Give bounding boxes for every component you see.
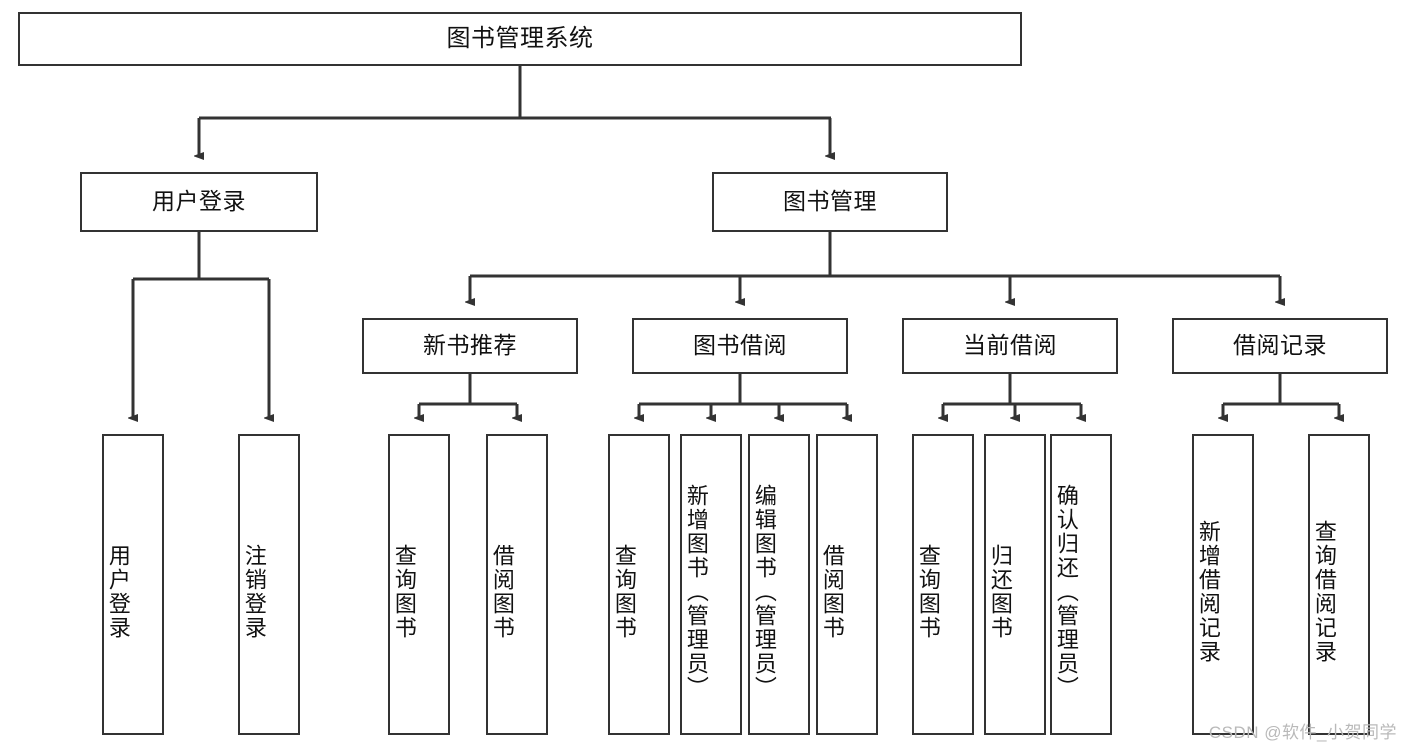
- leaf-confirm-return-admin[interactable]: 确认归还（管理员）: [1050, 434, 1112, 735]
- leaf-user-login[interactable]: 用户登录: [102, 434, 164, 735]
- node-user-login-label: 用户登录: [152, 188, 246, 215]
- leaf-user-logout-label: 注销登录: [241, 543, 267, 640]
- leaf-add-borrow-record[interactable]: 新增借阅记录: [1192, 434, 1254, 735]
- leaf-return-book[interactable]: 归还图书: [984, 434, 1046, 735]
- node-current-borrow[interactable]: 当前借阅: [902, 318, 1118, 374]
- leaf-confirm-return-admin-label: 确认归还（管理员）: [1053, 483, 1079, 700]
- leaf-query-borrow-record[interactable]: 查询借阅记录: [1308, 434, 1370, 735]
- leaf-query-book-borrow[interactable]: 查询图书: [608, 434, 670, 735]
- node-book-management[interactable]: 图书管理: [712, 172, 948, 232]
- leaf-user-login-label: 用户登录: [105, 543, 131, 640]
- leaf-add-book-admin[interactable]: 新增图书（管理员）: [680, 434, 742, 735]
- leaf-borrow-book-new-label: 借阅图书: [489, 543, 515, 640]
- node-borrow-records[interactable]: 借阅记录: [1172, 318, 1388, 374]
- leaf-edit-book-admin-label: 编辑图书（管理员）: [751, 483, 777, 700]
- leaf-add-book-admin-label: 新增图书（管理员）: [683, 483, 709, 700]
- leaf-return-book-label: 归还图书: [987, 543, 1013, 640]
- leaf-user-logout[interactable]: 注销登录: [238, 434, 300, 735]
- leaf-query-book-borrow-label: 查询图书: [611, 543, 637, 640]
- node-user-login[interactable]: 用户登录: [80, 172, 318, 232]
- leaf-borrow-book-label: 借阅图书: [819, 543, 845, 640]
- leaf-borrow-book[interactable]: 借阅图书: [816, 434, 878, 735]
- node-book-borrow[interactable]: 图书借阅: [632, 318, 848, 374]
- leaf-borrow-book-new[interactable]: 借阅图书: [486, 434, 548, 735]
- node-book-management-label: 图书管理: [783, 188, 877, 215]
- leaf-query-book-current-label: 查询图书: [915, 543, 941, 640]
- leaf-edit-book-admin[interactable]: 编辑图书（管理员）: [748, 434, 810, 735]
- leaf-query-book-new-label: 查询图书: [391, 543, 417, 640]
- leaf-query-book-new[interactable]: 查询图书: [388, 434, 450, 735]
- node-new-book-recommend-label: 新书推荐: [423, 332, 517, 359]
- watermark: CSDN @软件_小贺同学: [1208, 723, 1397, 742]
- node-new-book-recommend[interactable]: 新书推荐: [362, 318, 578, 374]
- node-root-label: 图书管理系统: [446, 24, 594, 52]
- node-borrow-records-label: 借阅记录: [1233, 332, 1327, 359]
- leaf-query-borrow-record-label: 查询借阅记录: [1311, 519, 1337, 664]
- node-root[interactable]: 图书管理系统: [18, 12, 1022, 66]
- leaf-query-book-current[interactable]: 查询图书: [912, 434, 974, 735]
- node-current-borrow-label: 当前借阅: [963, 332, 1057, 359]
- node-book-borrow-label: 图书借阅: [693, 332, 787, 359]
- leaf-add-borrow-record-label: 新增借阅记录: [1195, 519, 1221, 664]
